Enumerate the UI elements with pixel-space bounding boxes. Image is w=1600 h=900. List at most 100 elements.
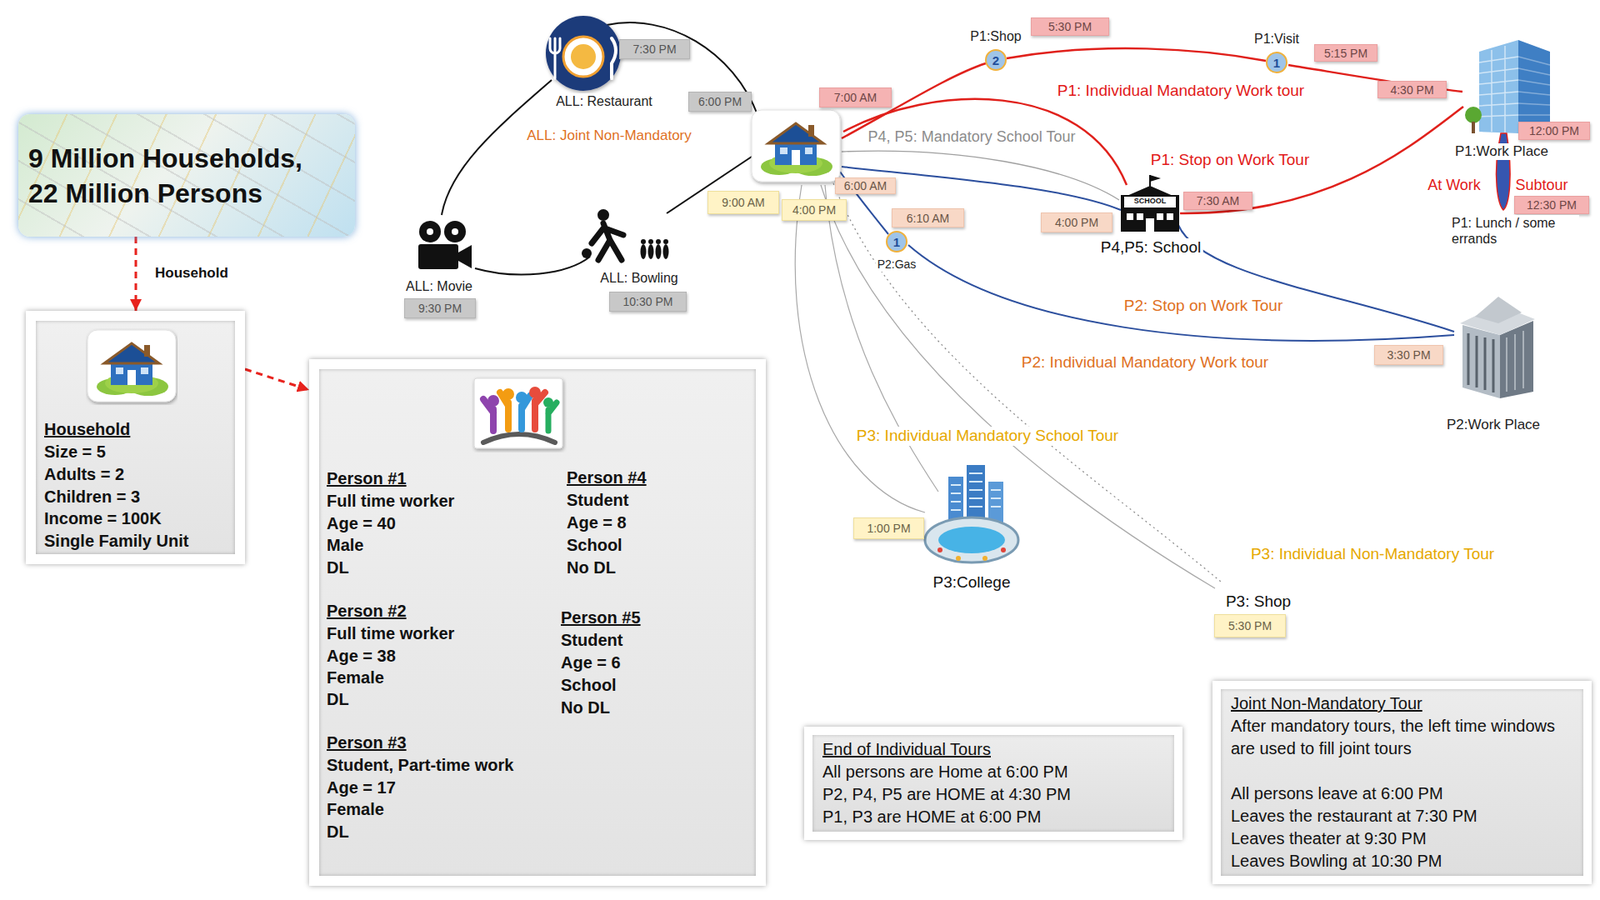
- time-text: 6:10 AM: [906, 211, 950, 225]
- bowling-icon: [655, 244, 662, 260]
- joint-tour-line: [441, 22, 759, 275]
- time-text: 5:15 PM: [1324, 46, 1368, 60]
- bowling-icon: [663, 239, 669, 245]
- edge-label: Household: [152, 265, 231, 282]
- attribute-text: No DL: [560, 697, 610, 718]
- tour-label: P3: Individual Mandatory School Tour: [854, 426, 1121, 446]
- place-label: P2:Work Place: [1444, 416, 1543, 434]
- stop-circle: P1:Visit1: [1265, 51, 1288, 74]
- people-icon: [474, 378, 563, 449]
- bowling-icon: [597, 209, 610, 221]
- attribute-text: Student: [566, 490, 629, 510]
- time-tag: 4:00 PM: [781, 199, 847, 221]
- household-panel: HouseholdSize = 5Adults = 2Children = 3I…: [25, 310, 245, 565]
- time-tag: 7:30 PM: [619, 39, 690, 60]
- home-icon: [751, 110, 840, 182]
- movie-icon: [419, 220, 441, 243]
- school-icon: [1120, 195, 1180, 232]
- time-text: 9:30 PM: [418, 301, 462, 315]
- people-icon: [483, 399, 494, 431]
- persons-panel: Person #1Full time workerAge = 40MaleDLP…: [309, 359, 766, 886]
- p3-tour-line: [833, 183, 1221, 582]
- attribute-text: Person #1: [326, 468, 407, 489]
- time-tag: 4:30 PM: [1377, 80, 1447, 99]
- time-tag: 5:15 PM: [1314, 44, 1378, 62]
- time-tag: 12:00 PM: [1518, 121, 1590, 140]
- p1-tour-line: [841, 48, 1464, 214]
- office-tower-icon: [1465, 106, 1482, 124]
- p3-tour-line: [795, 183, 1221, 589]
- time-tag: 5:30 PM: [1030, 17, 1110, 36]
- time-text: 9:00 AM: [721, 195, 765, 210]
- bowling-icon: [640, 244, 647, 260]
- time-text: 4:00 PM: [1055, 215, 1099, 230]
- p1-tour-line: [1006, 48, 1266, 61]
- at-work-subtour-loop: [1496, 133, 1511, 210]
- note-text: P2, P4, P5 are HOME at 4:30 PM: [822, 783, 1165, 806]
- attribute-text: Size = 5: [44, 441, 106, 462]
- time-text: 7:30 PM: [632, 42, 676, 56]
- stop-label: P1:Visit: [1252, 30, 1301, 47]
- attribute-text: Person #3: [326, 732, 407, 753]
- bowling-icon: [591, 223, 624, 260]
- tour-label: P1: Individual Mandatory Work tour: [1055, 81, 1307, 101]
- bowling-icon: [648, 244, 655, 260]
- at-work-subtour-loop: [1496, 133, 1511, 210]
- office-building-icon: [1460, 296, 1535, 399]
- stop-label: P2:Gas: [875, 257, 919, 272]
- p2-tour-line: [840, 166, 1455, 341]
- bowling-icon: [655, 239, 661, 245]
- attribute-text: Age = 8: [566, 512, 627, 533]
- p3-tour-line: [795, 185, 925, 513]
- school-icon: [1120, 175, 1180, 232]
- time-text: 6:00 PM: [698, 95, 742, 109]
- p2-tour-line: [1178, 225, 1455, 332]
- attribute-text: Person #2: [326, 600, 407, 621]
- tour-label: P4, P5: Mandatory School Tour: [865, 128, 1079, 147]
- movie-icon: [418, 220, 472, 270]
- time-tag: 5:30 PM: [1214, 614, 1286, 638]
- office-tower-icon: [1479, 45, 1519, 133]
- office-tower-icon: [1518, 40, 1550, 134]
- college-icon: [925, 517, 1019, 563]
- school-icon: [1126, 213, 1134, 220]
- college-icon: [937, 547, 943, 553]
- school-icon: [1156, 213, 1164, 220]
- school-icon: [1150, 175, 1161, 182]
- time-text: 12:00 PM: [1529, 124, 1580, 138]
- p3-tour-line: [825, 185, 939, 492]
- time-tag: 12:30 PM: [1514, 195, 1590, 215]
- time-text: 5:30 PM: [1048, 20, 1092, 34]
- attribute-text: Income = 100K: [44, 508, 162, 529]
- time-text: 12:30 PM: [1526, 198, 1577, 212]
- joint-tour-line: [606, 22, 759, 117]
- bowling-icon: [581, 248, 592, 259]
- tour-label: ALL: Joint Non-Mandatory: [524, 127, 695, 145]
- office-tower-icon: [1465, 40, 1550, 134]
- time-tag: 7:30 AM: [1183, 191, 1253, 210]
- college-icon: [982, 555, 988, 561]
- time-text: 4:00 PM: [792, 203, 836, 217]
- attribute-text: Age = 6: [560, 652, 621, 673]
- people-icon: [521, 395, 530, 430]
- sign-label: SCHOOL: [1131, 196, 1170, 206]
- time-tag: 10:30 PM: [609, 291, 687, 312]
- joint-tour-line: [475, 256, 590, 275]
- attribute-text: Person #5: [560, 607, 641, 628]
- tour-label: P3: Individual Non-Mandatory Tour: [1248, 545, 1497, 565]
- household-icon: [85, 328, 178, 405]
- attribute-text: Person #4: [566, 467, 647, 488]
- p2-tour-line: [908, 245, 1455, 341]
- household-icon: [87, 330, 176, 402]
- movie-icon: [451, 228, 459, 235]
- college-icon: [955, 555, 961, 561]
- note-text: Leaves Bowling at 10:30 PM: [1230, 850, 1574, 873]
- movie-icon: [444, 220, 466, 243]
- home-icon: [751, 110, 840, 182]
- time-tag: 4:00 PM: [1040, 212, 1113, 233]
- note-text: P1, P3 are HOME at 6:00 PM: [822, 805, 1165, 829]
- attribute-text: Student: [560, 630, 623, 650]
- callout-number: 2: [986, 50, 1005, 70]
- bowling-icon: [663, 244, 670, 260]
